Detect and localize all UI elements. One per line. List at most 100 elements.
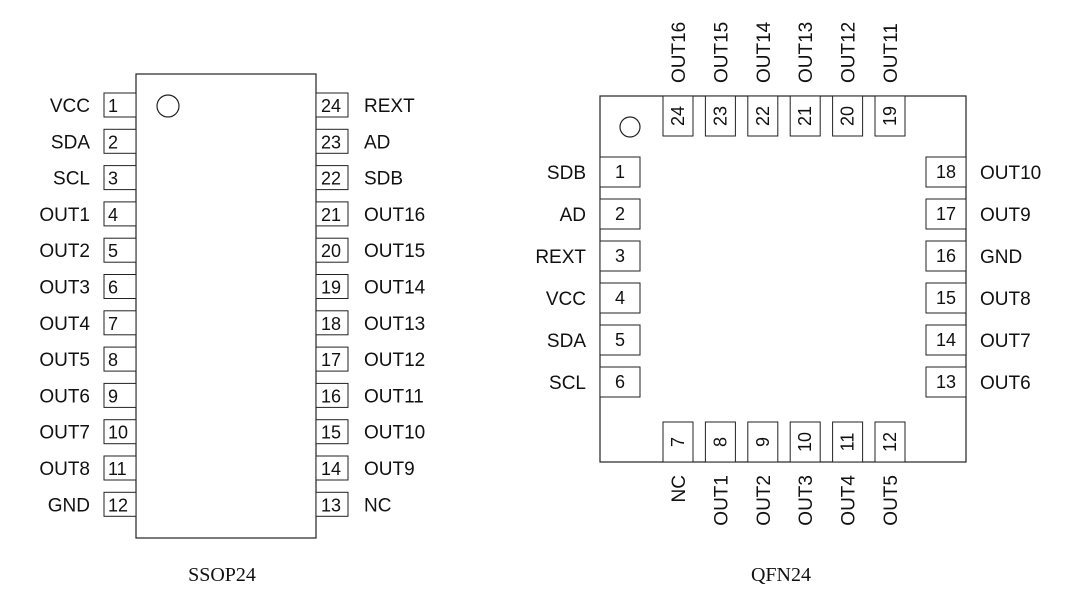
- qfn-pin-17: 17 OUT9: [925, 198, 1031, 230]
- pin-box: [874, 421, 906, 463]
- pin-number: 8: [108, 350, 118, 370]
- pin-box: [599, 156, 641, 188]
- qfn24-body: [599, 95, 967, 463]
- pin-box: [747, 421, 779, 463]
- pin-number: 4: [108, 205, 118, 225]
- pin-label: OUT16: [669, 22, 690, 83]
- pin-label: OUT3: [796, 475, 817, 526]
- pin-label: AD: [560, 205, 586, 226]
- ssop24-left-pins: 1VCC2SDA3SCL4OUT15OUT26OUT37OUT48OUT59OU…: [39, 92, 137, 517]
- pin-number: 17: [321, 350, 341, 370]
- pin-label: AD: [364, 132, 390, 153]
- pin-box: [103, 310, 137, 336]
- pin-box: [925, 156, 967, 188]
- pin-label: OUT5: [881, 475, 902, 526]
- pin-label: OUT4: [839, 475, 860, 526]
- pin-box: [789, 421, 821, 463]
- pin-label: SCL: [549, 373, 586, 394]
- pin-box: [315, 382, 349, 408]
- pin-label: SCL: [53, 169, 90, 190]
- ssop24-body: [135, 73, 317, 539]
- pin-box: [103, 201, 137, 227]
- pin-box: [599, 324, 641, 356]
- pin-label: OUT1: [711, 475, 732, 526]
- pin-label: GND: [980, 247, 1022, 268]
- pin-number: 17: [936, 204, 956, 224]
- pin-label: SDA: [547, 331, 586, 352]
- pin-box: [925, 198, 967, 230]
- pin-box: [315, 237, 349, 263]
- ssop-pin-18: 18 OUT13: [315, 310, 425, 336]
- pin-label: OUT13: [796, 22, 817, 83]
- pin-label: SDB: [547, 163, 586, 184]
- pin-label: OUT11: [881, 23, 902, 83]
- pin-number: 24: [321, 96, 341, 116]
- qfn24-caption: QFN24: [751, 564, 811, 586]
- pin-number: 5: [108, 241, 118, 261]
- pin1-indicator-dot: [156, 94, 180, 118]
- pin-number: 6: [108, 278, 118, 298]
- pin-box: [599, 366, 641, 398]
- pin-number: 12: [880, 432, 900, 452]
- pin-number: 23: [710, 106, 730, 126]
- pin-label: OUT2: [754, 475, 775, 526]
- pin-box: [832, 95, 864, 137]
- pin-label: OUT9: [980, 205, 1031, 226]
- pin-label: VCC: [50, 96, 90, 117]
- pin-box: [662, 95, 694, 137]
- pin-label: OUT3: [39, 278, 90, 299]
- pin-label: OUT6: [980, 373, 1031, 394]
- pin-number: 9: [753, 437, 773, 447]
- pin-number: 22: [321, 169, 341, 189]
- pin-label: OUT12: [839, 22, 860, 83]
- pin-label: NC: [669, 475, 690, 502]
- pin1-indicator-dot: [619, 116, 641, 138]
- pin-box: [103, 382, 137, 408]
- pin-box: [103, 419, 137, 445]
- pin-number: 19: [321, 278, 341, 298]
- pin-box: [103, 455, 137, 481]
- pin-number: 7: [668, 437, 688, 447]
- pin-number: 18: [321, 314, 341, 334]
- pin-box: [103, 274, 137, 299]
- pin-number: 11: [838, 433, 858, 452]
- pin-label: OUT13: [364, 314, 425, 335]
- pin-number: 3: [615, 246, 625, 266]
- pin-box: [789, 95, 821, 137]
- pin-box: [874, 95, 906, 137]
- ssop-pin-6: 6 OUT3: [39, 274, 137, 299]
- pin-number: 11: [108, 459, 127, 479]
- pin-box: [704, 421, 736, 463]
- pin-box: [103, 346, 137, 372]
- pin-box: [925, 324, 967, 356]
- pin-label: REXT: [535, 247, 586, 268]
- pin-label: OUT12: [364, 350, 425, 371]
- pin-box: [315, 201, 349, 227]
- pin-label: OUT9: [364, 459, 415, 480]
- pin-label: OUT7: [39, 423, 90, 444]
- pin-box: [103, 491, 137, 517]
- ssop24-package: 1VCC2SDA3SCL4OUT15OUT26OUT37OUT48OUT59OU…: [39, 73, 426, 586]
- pin-box: [599, 198, 641, 230]
- pin-number: 2: [615, 204, 625, 224]
- pin-number: 6: [615, 372, 625, 392]
